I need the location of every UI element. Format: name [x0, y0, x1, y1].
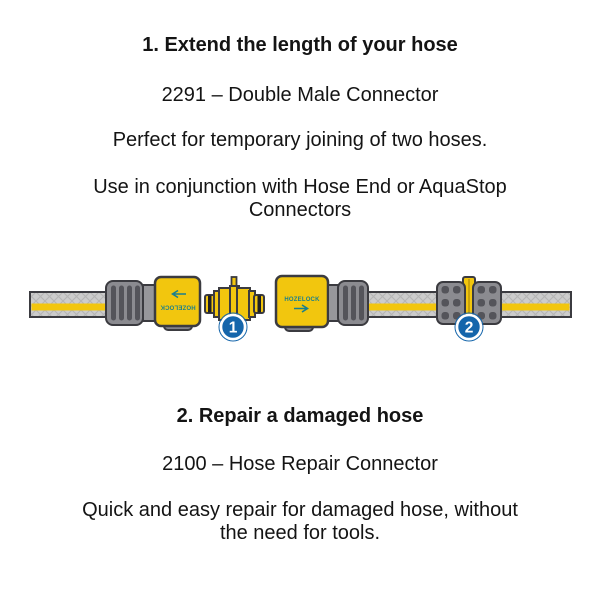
- double-male-connector: [204, 276, 265, 323]
- connector-body: [153, 275, 202, 328]
- hose-left-segment: [29, 291, 113, 318]
- hose-connectors-illustration: HOZELOCK 1: [0, 256, 600, 366]
- callout-badge-1: 1: [218, 312, 248, 342]
- section2-description-1: Quick and easy repair for damaged hose, …: [0, 499, 600, 545]
- section2-product-line: 2100 – Hose Repair Connector: [162, 453, 438, 475]
- section1-description-2-line2: Connectors: [248, 199, 352, 221]
- brand-label-right: HOZELOCK: [284, 297, 320, 303]
- callout-badge-2: 2: [454, 312, 484, 342]
- arrow-right-icon: [294, 304, 309, 313]
- hose-repair-connector: [436, 276, 502, 325]
- arrow-left-icon: [171, 289, 186, 299]
- section2-description-1-line1: Quick and easy repair for damaged hose, …: [82, 499, 518, 521]
- badge-2-number: 2: [465, 320, 474, 337]
- o-ring-right: [257, 295, 261, 313]
- badge-1-number: 1: [229, 320, 238, 337]
- section1-product-line: 2291 – Double Male Connector: [161, 84, 439, 106]
- o-ring-left: [208, 295, 212, 313]
- hose-end-connector-right: HOZELOCK: [274, 274, 369, 332]
- section1-description-1: Perfect for temporary joining of two hos…: [112, 129, 488, 151]
- section2-heading: 2. Repair a damaged hose: [176, 405, 424, 427]
- section1-description-2-line1: Use in conjunction with Hose End or Aqua…: [93, 176, 507, 198]
- section1-heading: 1. Extend the length of your hose: [142, 34, 458, 56]
- brand-label-left: HOZELOCK: [160, 304, 196, 310]
- section1-description-2: Use in conjunction with Hose End or Aqua…: [0, 176, 600, 222]
- collar-ring: [142, 284, 156, 322]
- hose-end-connector-left: HOZELOCK: [105, 275, 202, 331]
- section2-description-1-line2: the need for tools.: [219, 522, 381, 544]
